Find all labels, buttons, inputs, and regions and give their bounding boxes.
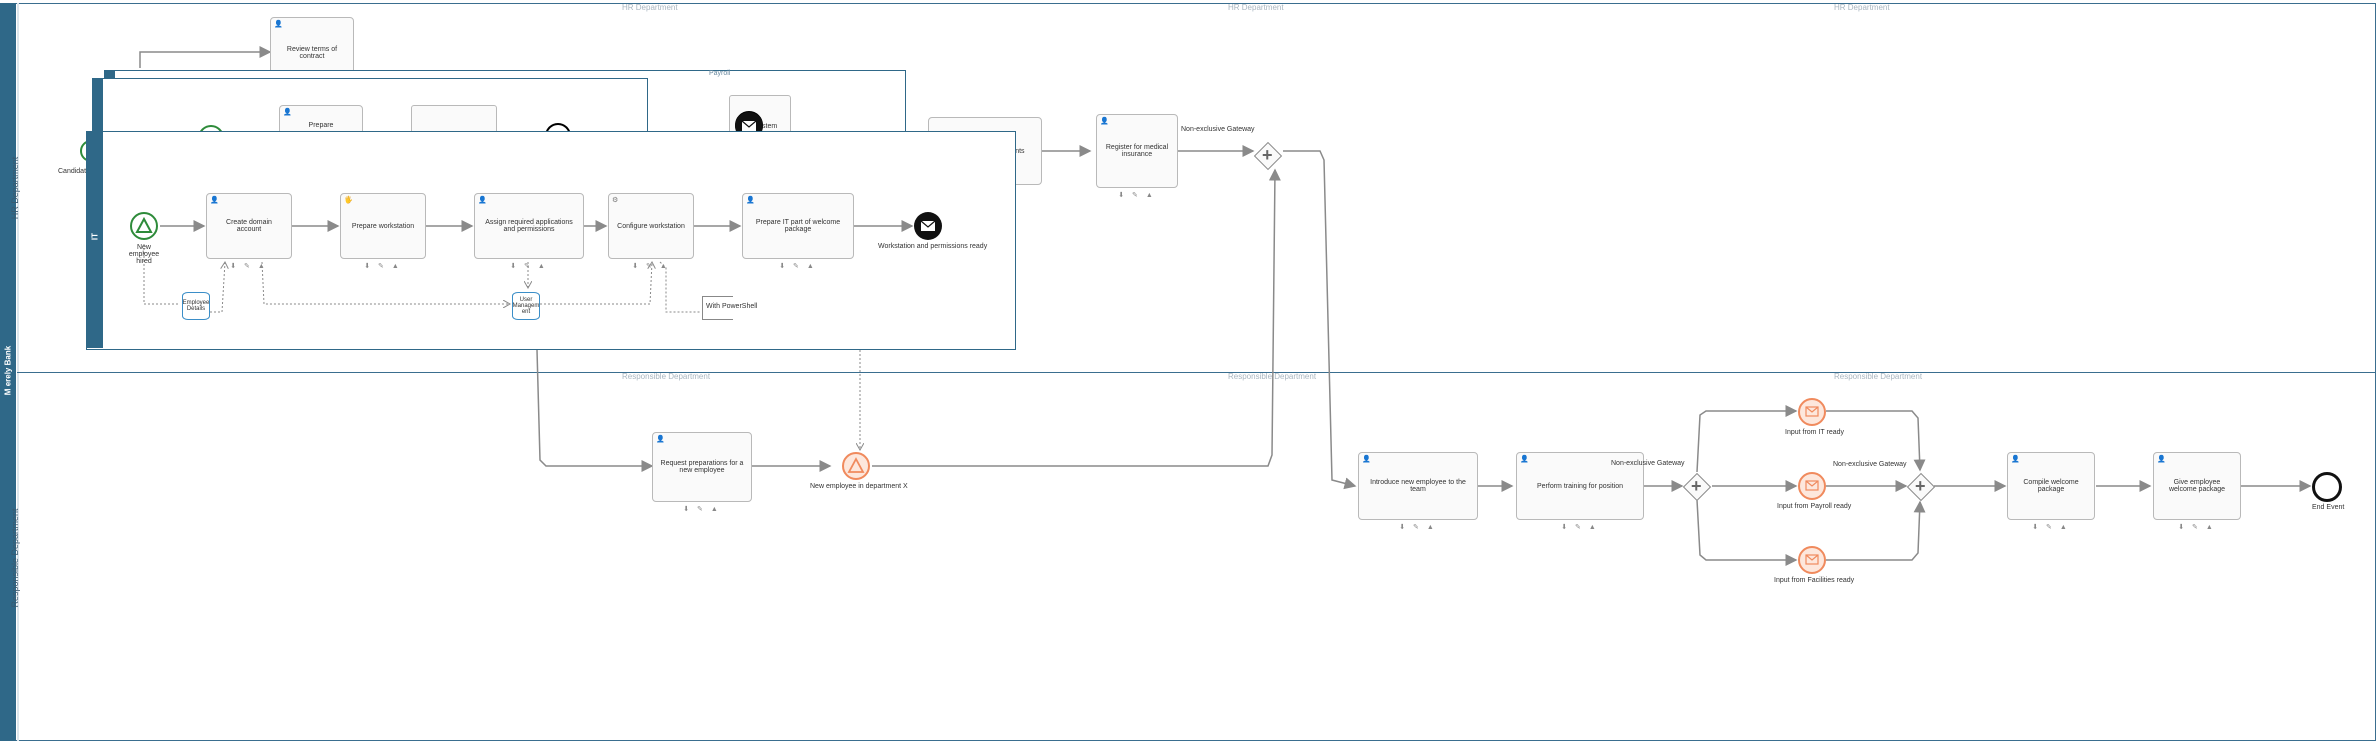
task-markers: ⬇ ✎ ▲: [2178, 524, 2216, 531]
new-employee-dept-label: New employee in department X: [810, 483, 908, 490]
prepare-it-part-task[interactable]: 👤 Prepare IT part of welcome package ⬇ ✎…: [742, 193, 854, 270]
pool-header[interactable]: M erely Bank: [0, 3, 16, 741]
lane-hr-title-3: HR Department: [1834, 3, 1890, 12]
assign-apps-task[interactable]: 👤 Assign required applications and permi…: [474, 193, 584, 270]
input-payroll-event[interactable]: [1798, 472, 1826, 500]
task-markers: ⬇ ✎ ▲: [779, 263, 817, 270]
end-event-label: End Event: [2312, 504, 2345, 511]
task-markers: ⬇ ✎ ▲: [1118, 192, 1156, 199]
request-prep-task[interactable]: 👤 Request preparations for a new employe…: [652, 432, 752, 513]
task-markers: ⬇ ✎ ▲: [364, 263, 402, 270]
training-task[interactable]: 👤 Perform training for position ⬇ ✎ ▲: [1516, 452, 1644, 531]
manual-task-icon: 🖐: [344, 197, 353, 204]
candidate-label: Candidat: [58, 168, 87, 175]
new-employee-start-event[interactable]: [130, 212, 158, 240]
user-task-icon: 👤: [1100, 118, 1109, 125]
user-task-icon: 👤: [2157, 456, 2166, 463]
user-task-icon: 👤: [656, 436, 665, 443]
task-markers: ⬇ ✎ ▲: [1399, 524, 1437, 531]
user-task-icon: 👤: [274, 21, 283, 28]
split-gateway[interactable]: +: [1682, 472, 1712, 502]
lane-hr-title-2: HR Department: [1228, 3, 1284, 12]
workstation-ready-end-event[interactable]: [914, 212, 942, 240]
compile-package-task[interactable]: 👤 Compile welcome package ⬇ ✎ ▲: [2007, 452, 2095, 531]
hr-gateway[interactable]: +: [1253, 141, 1283, 171]
input-facilities-event[interactable]: [1798, 546, 1826, 574]
text-annotation[interactable]: [702, 296, 733, 320]
lane-resp-title-3: Responsible Department: [1834, 372, 1923, 381]
task-markers: ⬇ ✎ ▲: [1561, 524, 1599, 531]
task-markers: ⬇ ✎ ▲: [2032, 524, 2070, 531]
payroll-title: Payroll: [709, 70, 731, 77]
give-package-task[interactable]: 👤 Give employee welcome package ⬇ ✎ ▲: [2153, 452, 2241, 531]
workstation-ready-label: Workstation and permissions ready: [878, 243, 988, 250]
user-task-icon: 👤: [210, 197, 219, 204]
lane-resp-title-1: Responsible Department: [622, 372, 711, 381]
it-subprocess-header: IT: [87, 132, 103, 348]
user-task-icon: 👤: [746, 197, 755, 204]
lane-resp-title-2: Responsible Department: [1228, 372, 1317, 381]
prepare-workstation-task[interactable]: 🖐 Prepare workstation ⬇ ✎ ▲: [340, 193, 426, 270]
annotation-label: With PowerShell: [706, 303, 758, 310]
system-label: system: [755, 123, 778, 130]
create-domain-task[interactable]: 👤 Create domain account ⬇ ✎ ▲: [206, 193, 292, 270]
user-management-datastore[interactable]: User Managem ent: [512, 292, 540, 320]
register-medical-task[interactable]: 👤 Register for medical insurance ⬇ ✎ ▲: [1096, 114, 1178, 199]
introduce-task[interactable]: 👤 Introduce new employee to the team ⬇ ✎…: [1358, 452, 1478, 531]
input-facilities-label: Input from Facilities ready: [1774, 577, 1855, 584]
end-event[interactable]: [2312, 472, 2342, 502]
hr-gateway-label: Non-exclusive Gateway: [1181, 126, 1255, 133]
lane-hr-title-1: HR Department: [622, 3, 678, 12]
configure-workstation-task[interactable]: ⚙ Configure workstation ⬇ ✎ ▲: [608, 193, 694, 270]
input-payroll-label: Input from Payroll ready: [1777, 503, 1852, 510]
input-it-label: Input from IT ready: [1785, 429, 1845, 436]
split-gateway-label: Non-exclusive Gateway: [1611, 460, 1685, 467]
user-task-icon: 👤: [478, 197, 487, 204]
task-markers: ⬇ ✎ ▲: [683, 506, 721, 513]
user-task-icon: 👤: [1362, 456, 1371, 463]
new-employee-dept-event[interactable]: [842, 452, 870, 480]
user-task-icon: 👤: [1520, 456, 1529, 463]
join-gateway[interactable]: +: [1906, 472, 1936, 502]
join-gateway-label: Non-exclusive Gateway: [1833, 461, 1907, 468]
employee-details-datastore[interactable]: Employee Details: [182, 292, 210, 320]
input-it-event[interactable]: [1798, 398, 1826, 426]
user-task-icon: 👤: [2011, 456, 2020, 463]
service-task-icon: ⚙: [612, 197, 619, 204]
lane-divider: [17, 372, 2376, 373]
task-markers: ⬇ ✎ ▲: [230, 263, 268, 270]
